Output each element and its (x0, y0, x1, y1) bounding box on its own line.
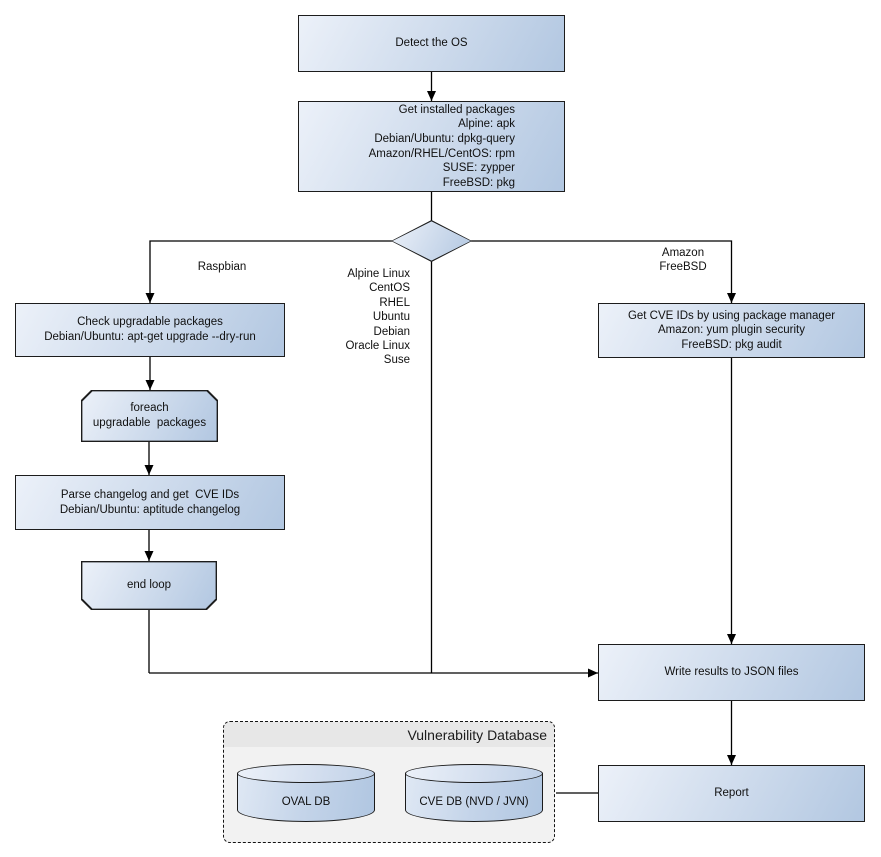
edge-label-amazon-freebsd: Amazon FreeBSD (659, 247, 707, 274)
node-get-cve-ids: Get CVE IDs by using package manager Ama… (598, 303, 865, 358)
node-get-installed-packages: Get installed packages Alpine: apk Debia… (298, 101, 565, 192)
node-foreach-loop: foreach upgradable packages (81, 390, 218, 442)
foreach-loop-label: foreach upgradable packages (82, 391, 216, 440)
node-parse-changelog: Parse changelog and get CVE IDs Debian/U… (15, 475, 285, 530)
end-loop-label: end loop (82, 562, 215, 608)
oval-db-label: OVAL DB (281, 796, 331, 808)
cve-db-label: CVE DB (NVD / JVN) (419, 796, 529, 808)
node-report: Report (598, 765, 865, 822)
cve-db-top (405, 764, 543, 783)
cluster-titlebar: Vulnerability Database (224, 722, 554, 747)
edge-decision-to-getcve (471, 240, 736, 303)
node-detect-os: Detect the OS (298, 15, 565, 72)
edge-decision-to-check (145, 240, 392, 303)
cluster-title: Vulnerability Database (407, 726, 547, 743)
node-end-loop: end loop (81, 561, 217, 610)
node-write-results-json: Write results to JSON files (598, 644, 865, 701)
edge-label-distro-list: Alpine Linux CentOS RHEL Ubuntu Debian O… (345, 268, 410, 367)
cylinder-cve-db: CVE DB (NVD / JVN) (405, 764, 543, 822)
cylinder-oval-db: OVAL DB (237, 764, 375, 822)
oval-db-top (237, 764, 375, 783)
node-check-upgradable-packages: Check upgradable packages Debian/Ubuntu:… (15, 303, 285, 357)
edge-label-raspbian: Raspbian (197, 261, 247, 273)
